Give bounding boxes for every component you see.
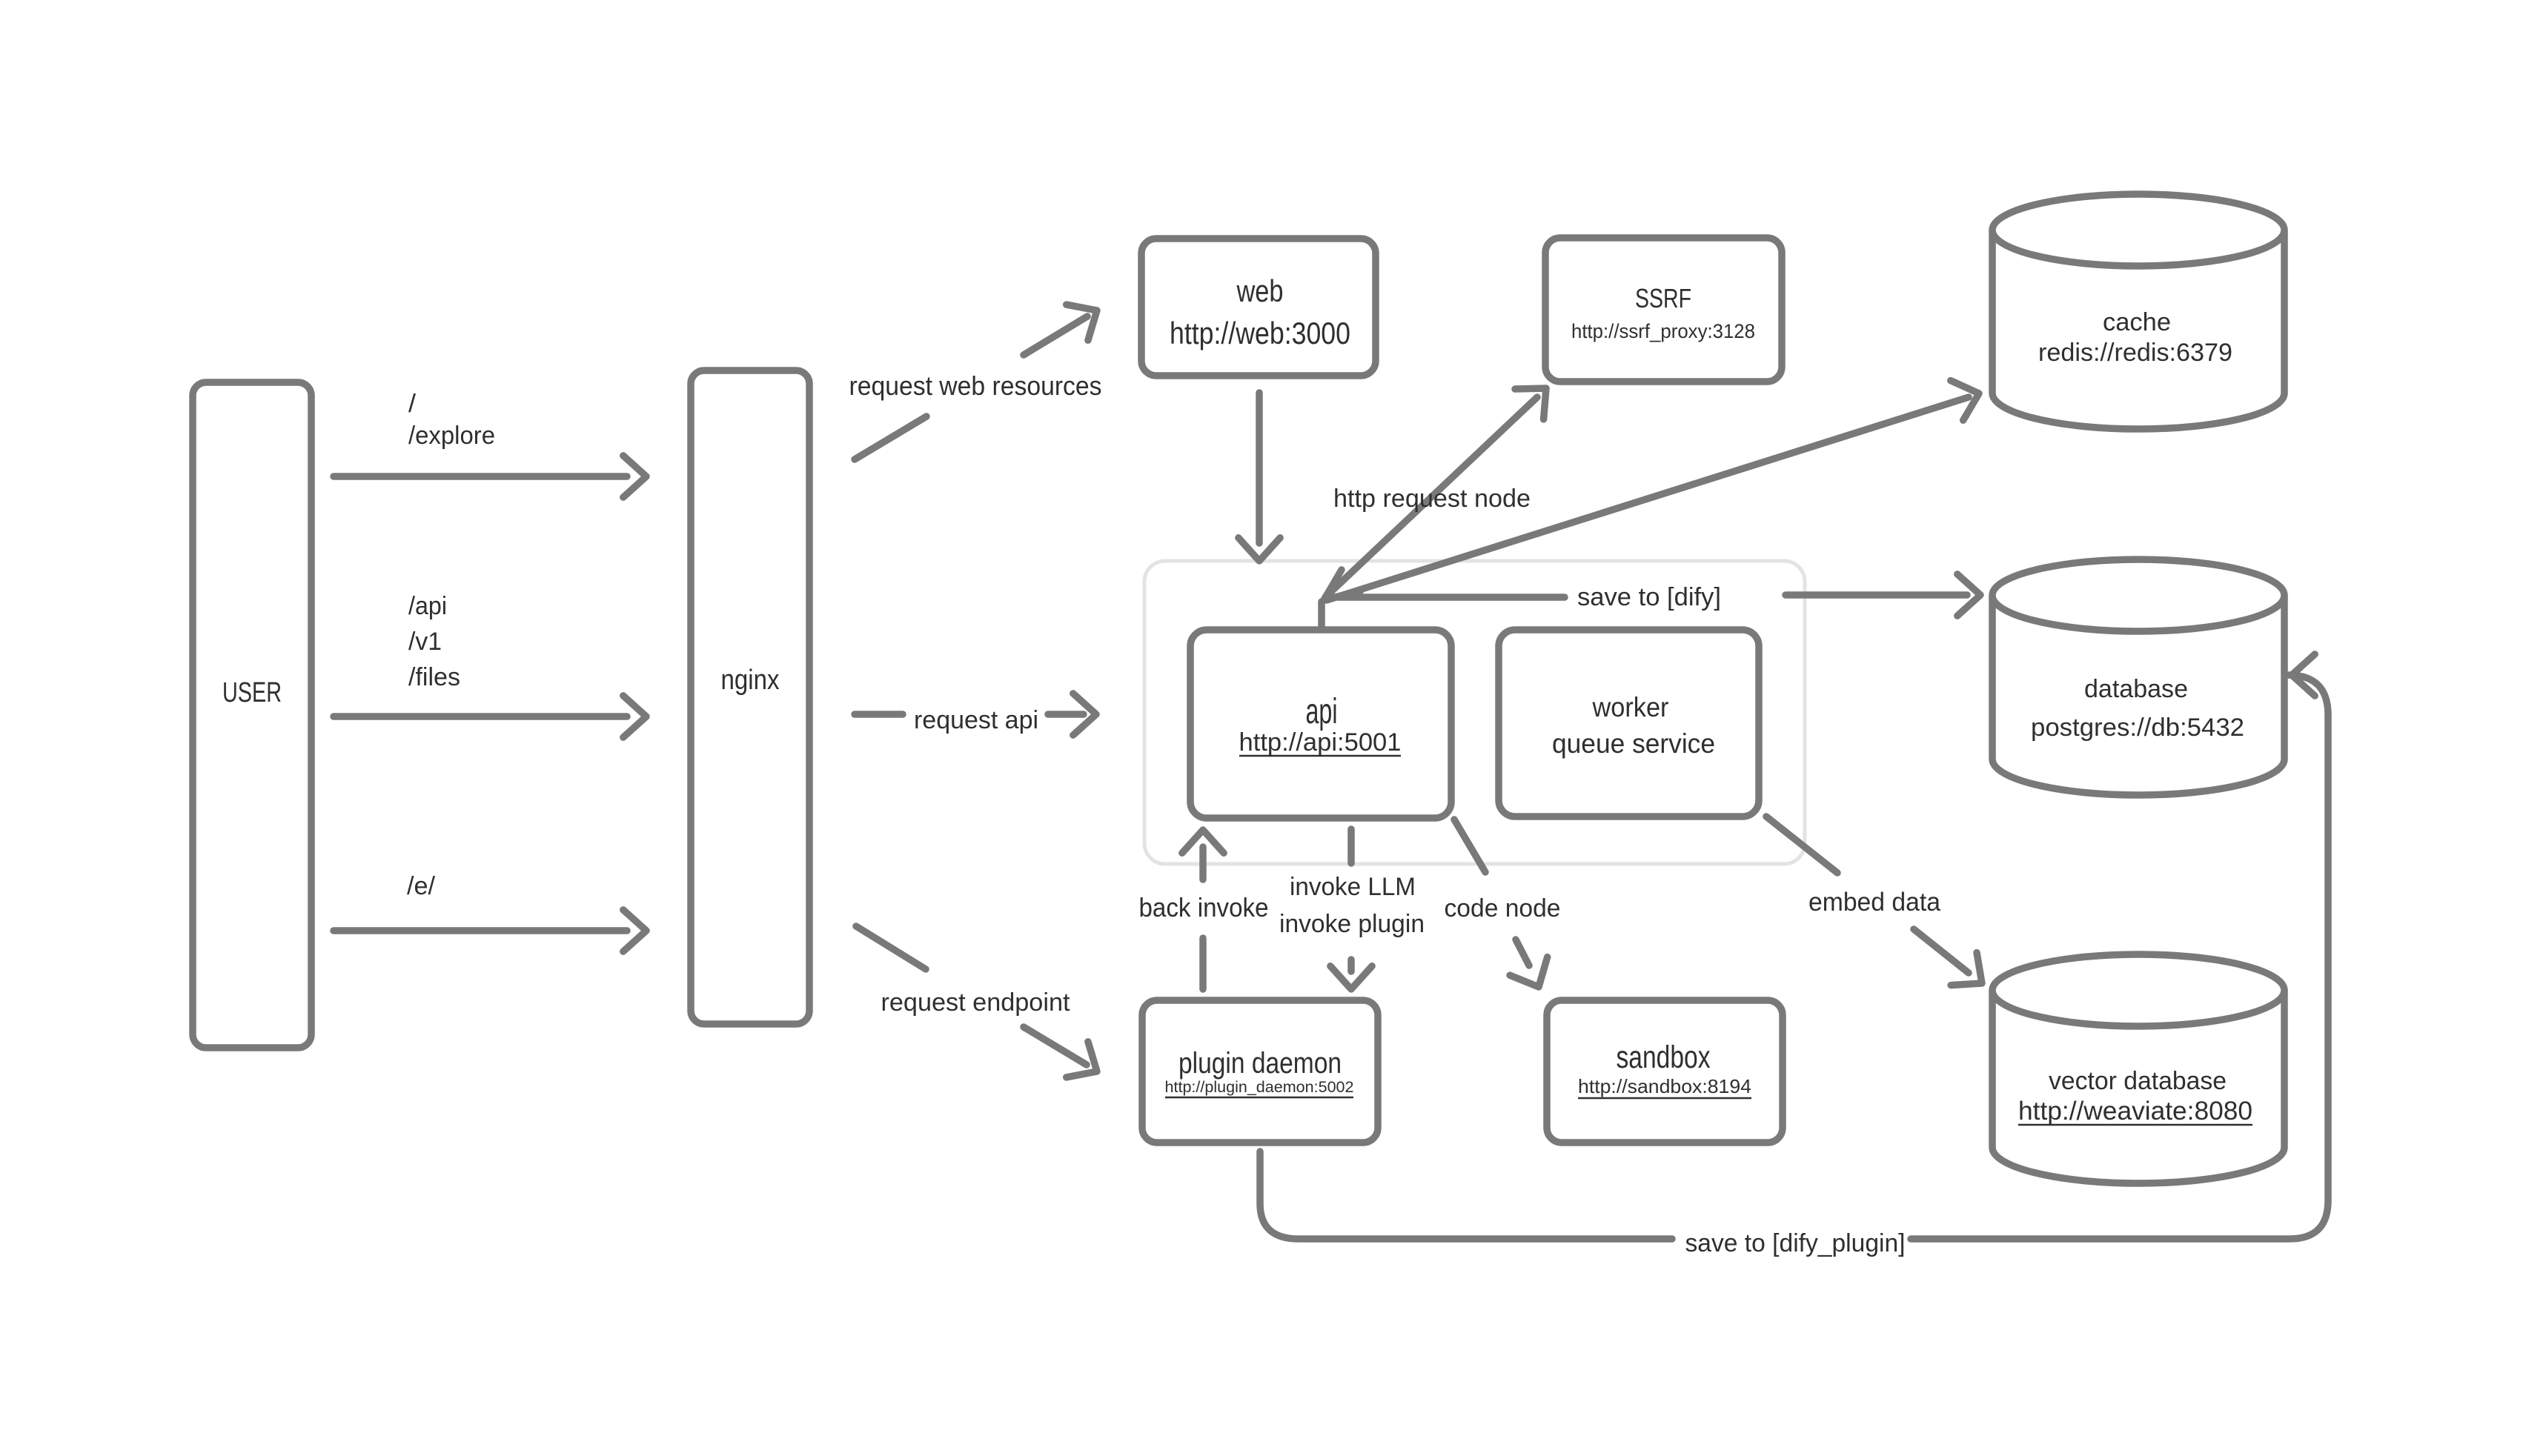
svg-text:plugin daemon: plugin daemon bbox=[1178, 1047, 1342, 1080]
svg-text:vector database: vector database bbox=[2049, 1067, 2227, 1095]
svg-text:request endpoint: request endpoint bbox=[881, 988, 1071, 1017]
svg-text:nginx: nginx bbox=[721, 665, 780, 696]
svg-text:http://plugin_daemon:5002: http://plugin_daemon:5002 bbox=[1165, 1079, 1354, 1096]
svg-text:USER: USER bbox=[222, 677, 282, 708]
svg-text:SSRF: SSRF bbox=[1635, 283, 1691, 313]
svg-text:worker: worker bbox=[1592, 692, 1669, 722]
svg-text:code node: code node bbox=[1445, 894, 1561, 923]
svg-text:http://api:5001: http://api:5001 bbox=[1239, 728, 1402, 757]
svg-text:api: api bbox=[1306, 692, 1338, 731]
svg-text:save to [dify_plugin]: save to [dify_plugin] bbox=[1685, 1229, 1906, 1257]
svg-text:redis://redis:6379: redis://redis:6379 bbox=[2038, 339, 2232, 367]
svg-text:invoke plugin: invoke plugin bbox=[1279, 910, 1425, 938]
svg-text:request api: request api bbox=[914, 706, 1038, 734]
svg-text:http request node: http request node bbox=[1333, 485, 1531, 513]
svg-text:embed data: embed data bbox=[1808, 888, 1941, 917]
svg-text:/explore: /explore bbox=[408, 422, 495, 450]
svg-text:web: web bbox=[1236, 273, 1284, 308]
svg-text:cache: cache bbox=[2103, 308, 2171, 336]
svg-text:save to [dify]: save to [dify] bbox=[1577, 583, 1721, 611]
svg-text:invoke LLM: invoke LLM bbox=[1290, 873, 1416, 901]
svg-text:/files: /files bbox=[408, 663, 460, 691]
svg-text:postgres://db:5432: postgres://db:5432 bbox=[2031, 714, 2244, 742]
svg-text:queue service: queue service bbox=[1552, 728, 1715, 759]
svg-text:request web resources: request web resources bbox=[849, 370, 1102, 401]
svg-text:/e/: /e/ bbox=[407, 872, 436, 900]
svg-text:/v1: /v1 bbox=[408, 628, 442, 656]
svg-text:database: database bbox=[2084, 675, 2188, 703]
svg-text:back invoke: back invoke bbox=[1139, 892, 1269, 923]
svg-text:http://ssrf_proxy:3128: http://ssrf_proxy:3128 bbox=[1571, 320, 1755, 342]
svg-text:/: / bbox=[408, 390, 417, 418]
svg-text:/api: /api bbox=[408, 592, 447, 620]
svg-text:http://web:3000: http://web:3000 bbox=[1170, 316, 1350, 350]
svg-text:sandbox: sandbox bbox=[1617, 1040, 1711, 1075]
svg-text:http://weaviate:8080: http://weaviate:8080 bbox=[2018, 1097, 2252, 1126]
svg-text:http://sandbox:8194: http://sandbox:8194 bbox=[1578, 1075, 1751, 1097]
